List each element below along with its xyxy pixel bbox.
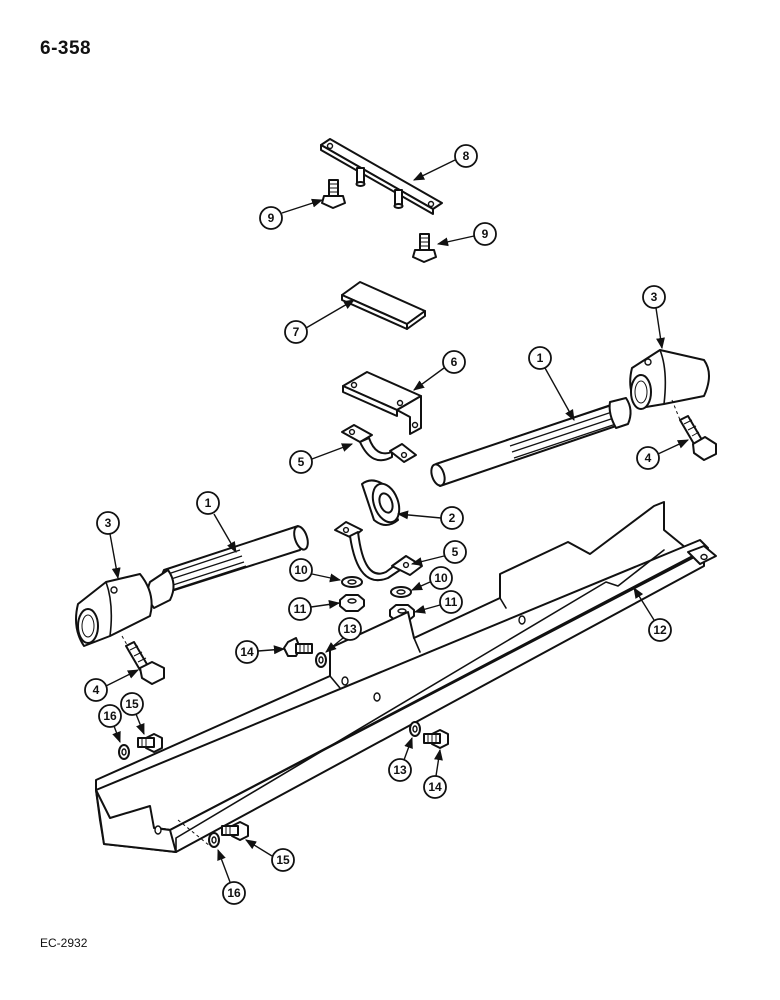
strap-clamp-5-upper [341,424,417,463]
callout-14-upper: 14 [235,640,286,664]
callout-9-upper: 9 [259,198,324,230]
svg-text:13: 13 [393,763,407,777]
washer-16-lower [208,832,220,848]
svg-text:8: 8 [463,149,470,163]
callout-9-lower: 9 [436,222,497,247]
washer-16-upper [118,744,130,760]
callout-1-left: 1 [196,491,237,553]
bolt-15-lower [221,821,249,841]
callout-16-upper: 16 [98,704,122,744]
svg-text:4: 4 [645,451,652,465]
coupling-3-right [629,349,710,421]
bolt-15-upper [137,733,163,753]
callout-13-lower: 13 [388,736,413,782]
svg-text:14: 14 [240,645,254,659]
svg-text:10: 10 [434,571,448,585]
svg-text:9: 9 [482,227,489,241]
channel-rail-12 [95,501,717,853]
svg-text:15: 15 [125,697,139,711]
svg-text:9: 9 [268,211,275,225]
bolt-4-right [679,415,717,461]
callout-10-right: 10 [410,566,453,591]
washer-10-left [341,576,363,588]
washer-13-upper [315,652,327,668]
washer-13-lower [409,721,421,737]
callout-13-upper: 13 [325,617,362,653]
svg-text:5: 5 [452,545,459,559]
callout-12: 12 [633,587,672,642]
strap-clamp-5-lower [334,521,423,582]
svg-text:16: 16 [227,886,241,900]
svg-text:3: 3 [651,290,658,304]
callout-3-right: 3 [642,285,666,350]
svg-text:1: 1 [205,496,212,510]
callout-4-left: 4 [84,669,140,702]
callout-1-right: 1 [528,346,575,421]
callout-3-left: 3 [96,511,121,580]
callout-11-left: 11 [288,597,341,621]
svg-text:12: 12 [653,623,667,637]
callout-7: 7 [284,299,355,344]
svg-text:14: 14 [428,780,442,794]
mount-bracket-6 [342,371,422,435]
washer-10-right [390,586,412,598]
nut-11-left [339,594,365,612]
callout-14-lower: 14 [423,748,447,799]
callout-8: 8 [412,144,478,181]
callout-11-right: 11 [413,590,463,614]
plate-bracket-8 [320,138,443,215]
svg-text:10: 10 [294,563,308,577]
svg-text:13: 13 [343,622,357,636]
svg-text:15: 15 [276,853,290,867]
svg-text:2: 2 [449,511,456,525]
svg-text:1: 1 [537,351,544,365]
coupling-3-left [75,573,153,651]
shaft-1-right [430,397,632,487]
bolt-14-upper [283,637,313,657]
svg-text:11: 11 [445,595,458,609]
svg-text:4: 4 [93,683,100,697]
callout-6: 6 [413,350,466,391]
callout-5-upper: 5 [289,443,354,474]
page-number: 6-358 [40,38,92,59]
svg-text:7: 7 [293,325,300,339]
shim-plate-7 [341,281,426,330]
bushing-2 [361,479,401,526]
svg-text:3: 3 [105,516,112,530]
callout-15-lower: 15 [245,839,295,872]
bolt-14-lower [423,729,449,749]
bolt-9-upper [321,179,346,209]
callout-5-lower: 5 [410,540,467,566]
figure-reference: EC-2932 [40,936,88,950]
bolt-4-left [125,641,165,685]
svg-text:5: 5 [298,455,305,469]
callout-16-lower: 16 [217,848,246,905]
shaft-1-left [146,525,309,609]
svg-text:6: 6 [451,355,458,369]
bolt-9-lower [412,233,437,263]
callout-2: 2 [396,506,464,530]
callout-10-left: 10 [289,558,342,583]
svg-text:16: 16 [103,709,117,723]
callout-4-right: 4 [636,439,690,470]
callout-15-upper: 15 [120,692,145,736]
svg-text:11: 11 [294,602,307,616]
